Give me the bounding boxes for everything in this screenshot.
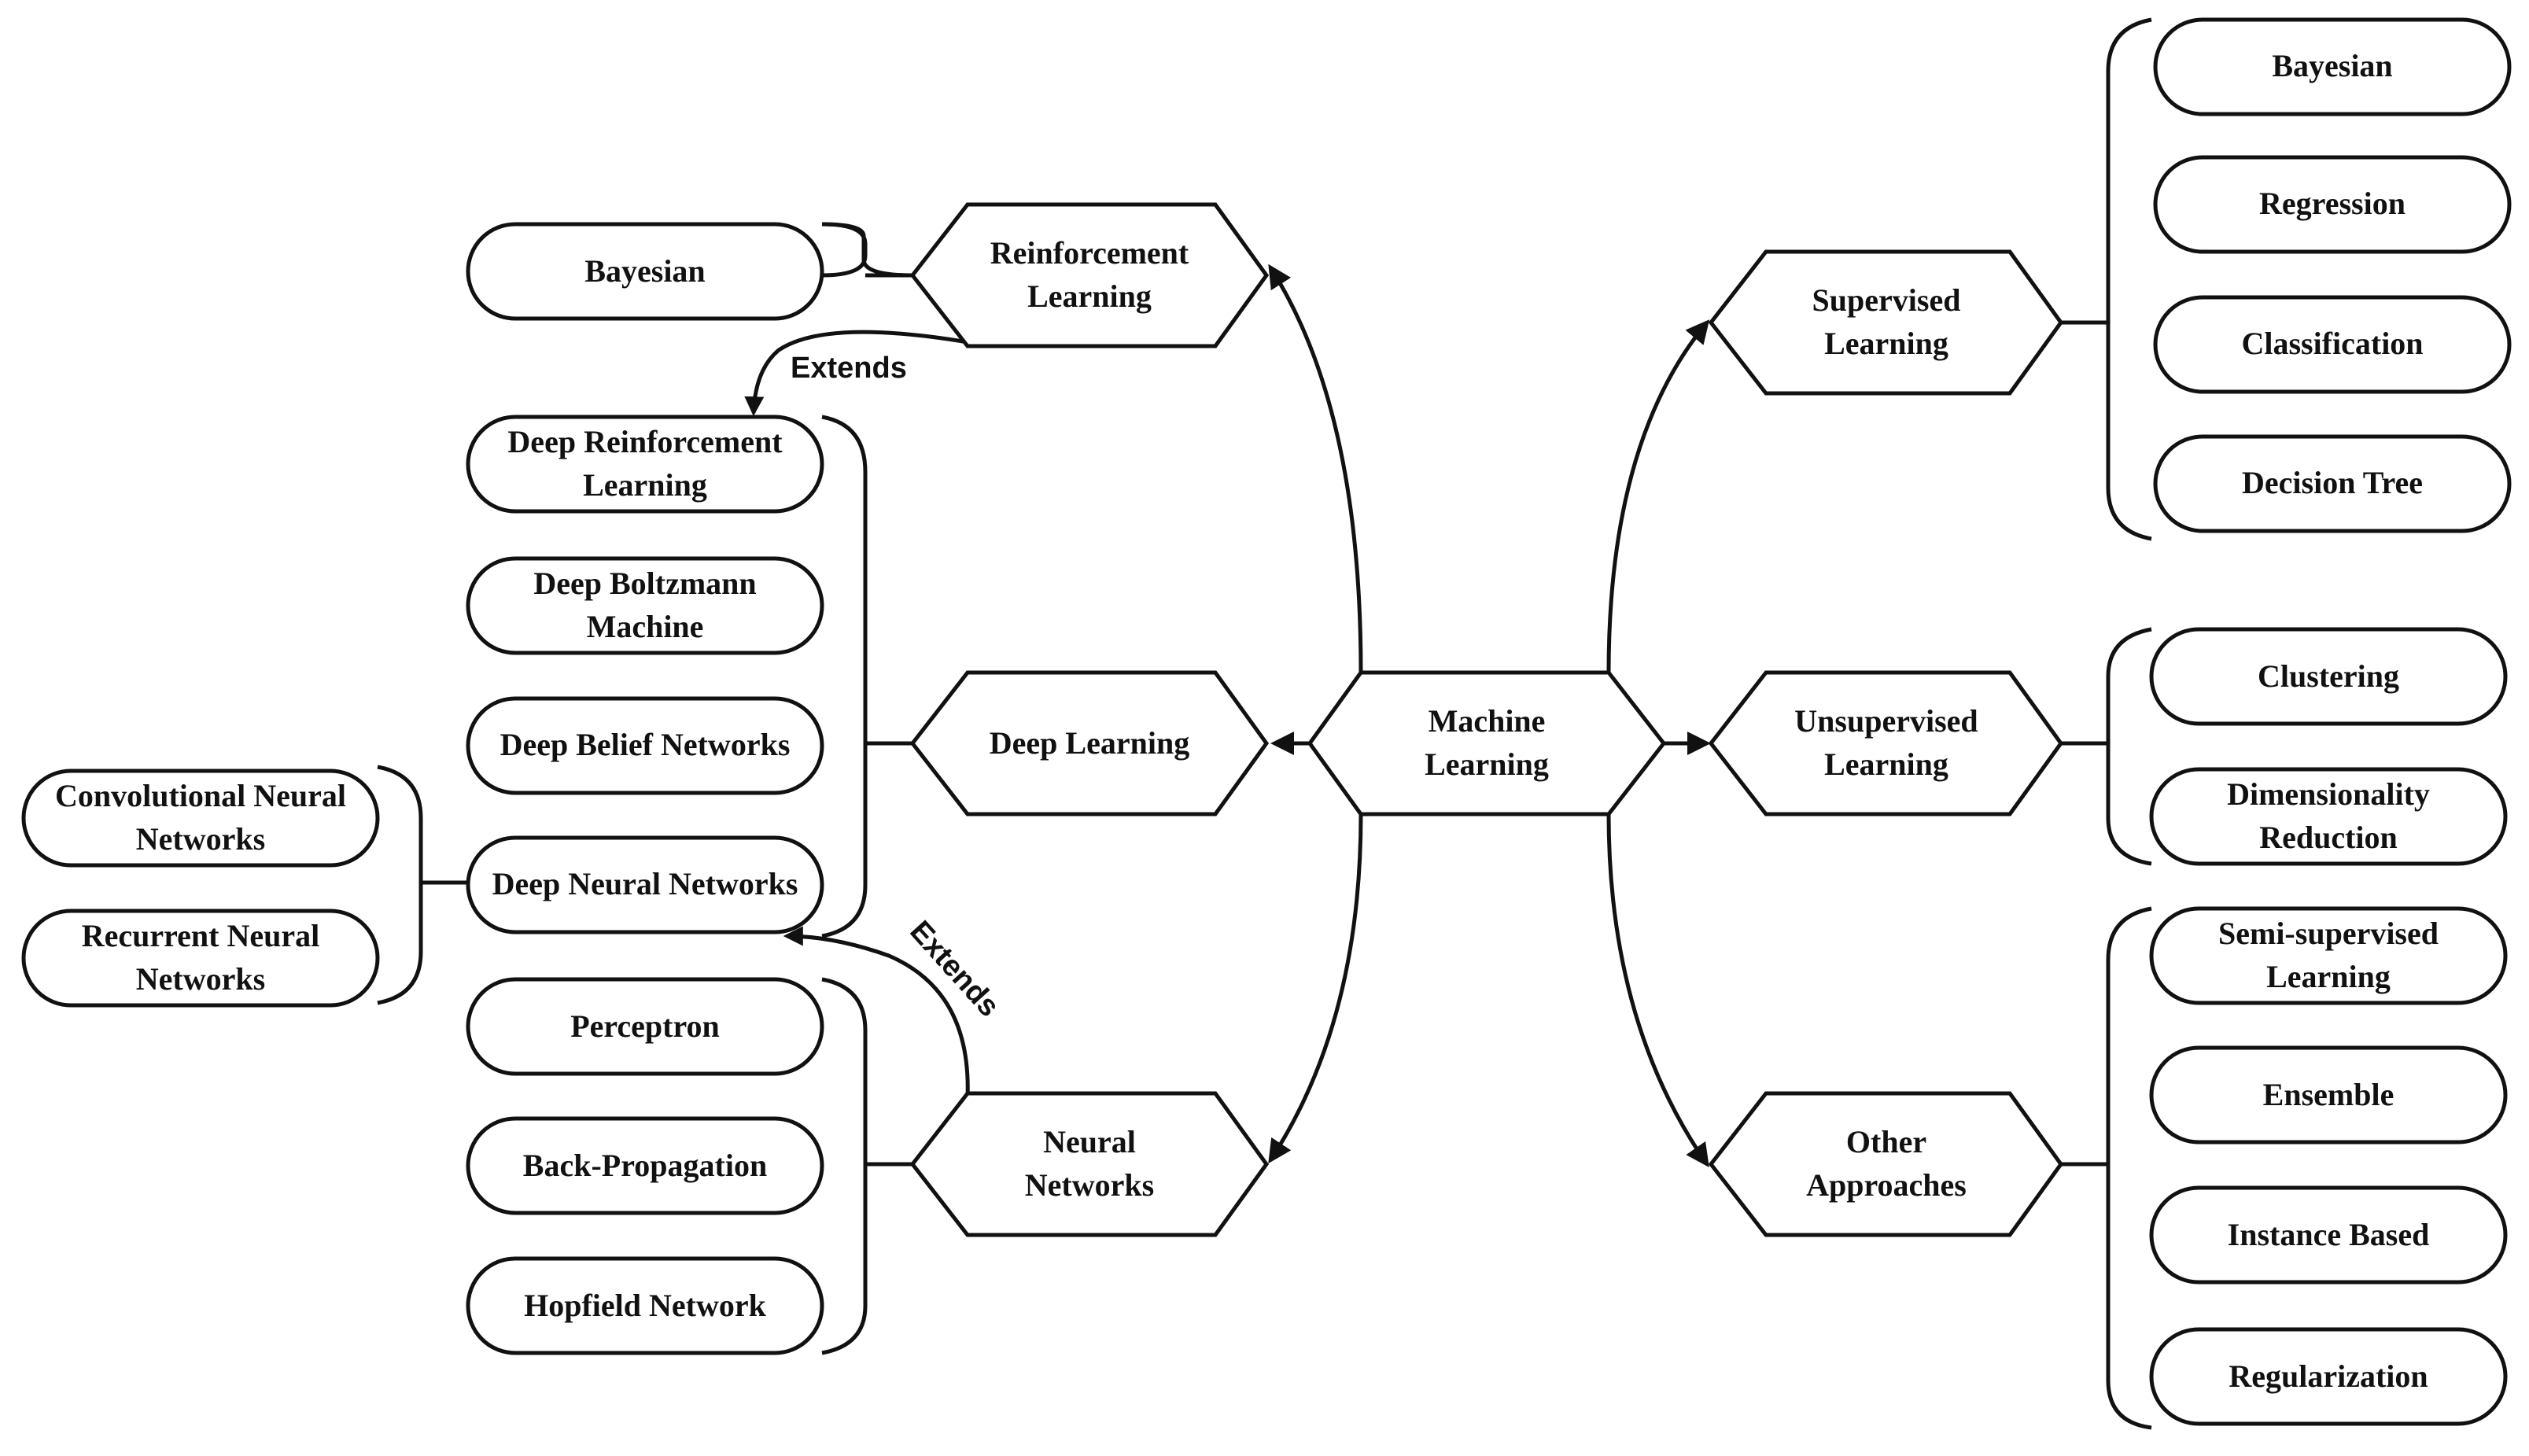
leaf-ensemble: Ensemble (2149, 1045, 2508, 1145)
leaf-deep-rl-line1: Deep Reinforcement (507, 424, 783, 459)
leaf-semi-supervised-line1: Semi-supervised (2218, 916, 2439, 951)
node-neural-networks: Neural Networks (909, 1091, 1270, 1237)
leaf-deep-belief-label: Deep Belief Networks (500, 727, 791, 762)
node-unsupervised-line1: Unsupervised (1794, 703, 1978, 739)
leaf-rl-bayesian: Bayesian (466, 222, 824, 321)
leaf-sup-bayesian-label: Bayesian (2272, 48, 2392, 83)
leaf-hopfield-network: Hopfield Network (466, 1256, 824, 1355)
brackets-left (377, 222, 913, 1355)
leaf-regression-label: Regression (2259, 186, 2405, 221)
leaf-clustering: Clustering (2149, 627, 2508, 726)
leaf-regression: Regression (2153, 155, 2512, 254)
node-machine-learning-line2: Learning (1425, 746, 1549, 782)
leaf-backprop-label: Back-Propagation (523, 1148, 767, 1183)
node-other-line1: Other (1846, 1124, 1926, 1159)
node-deep-learning-label: Deep Learning (990, 725, 1189, 761)
node-other-approaches: Other Approaches (1708, 1091, 2064, 1237)
extends-arrow-bottom (783, 926, 970, 1098)
leaf-regularization: Regularization (2149, 1327, 2508, 1426)
leaf-cnn-line2: Networks (136, 821, 265, 857)
leaf-semi-supervised-line2: Learning (2266, 959, 2391, 994)
leaf-deep-neural-networks: Deep Neural Networks (466, 835, 824, 934)
node-unsupervised-line2: Learning (1824, 746, 1948, 782)
leaf-convolutional-neural-networks: Convolutional Neural Networks (21, 769, 380, 868)
leaf-regularization-label: Regularization (2229, 1358, 2428, 1394)
node-other-line2: Approaches (1806, 1167, 1967, 1203)
node-deep-learning: Deep Learning (909, 670, 1270, 816)
leaf-deep-reinforcement-learning: Deep Reinforcement Learning (466, 415, 824, 514)
node-reinforcement-learning: Reinforcement Learning (909, 202, 1270, 348)
node-machine-learning-line1: Machine (1429, 703, 1546, 739)
node-supervised-line2: Learning (1824, 326, 1948, 361)
leaf-classification-label: Classification (2241, 326, 2423, 361)
leaf-dimensionality-reduction: Dimensionality Reduction (2149, 767, 2508, 866)
edge-center-neural (1268, 813, 1363, 1164)
leaf-perceptron-label: Perceptron (570, 1008, 720, 1044)
leaf-back-propagation: Back-Propagation (466, 1116, 824, 1215)
node-neural-line2: Networks (1025, 1167, 1154, 1203)
leaf-instance-based: Instance Based (2149, 1185, 2508, 1285)
leaf-deep-belief-networks: Deep Belief Networks (466, 696, 824, 795)
leaf-classification: Classification (2153, 295, 2512, 394)
leaf-decision-tree: Decision Tree (2153, 434, 2512, 533)
node-reinforcement-line1: Reinforcement (990, 235, 1189, 271)
bracket-other (2106, 906, 2152, 1430)
brackets-right (2061, 17, 2152, 1430)
leaf-perceptron: Perceptron (466, 977, 824, 1076)
leaf-deep-rl-line2: Learning (583, 467, 707, 503)
leaf-cnn-line1: Convolutional Neural (55, 778, 346, 813)
edge-center-reinforcement (1268, 264, 1363, 673)
node-neural-line1: Neural (1043, 1124, 1136, 1159)
bracket-neural (821, 977, 868, 1355)
bracket-supervised (2106, 17, 2152, 541)
node-unsupervised-learning: Unsupervised Learning (1708, 670, 2064, 816)
leaf-semi-supervised-learning: Semi-supervised Learning (2149, 906, 2508, 1005)
leaf-rnn-line2: Networks (136, 961, 265, 997)
leaf-rnn-line1: Recurrent Neural (82, 918, 320, 953)
connectors (1268, 264, 1711, 1168)
leaf-dim-reduction-line2: Reduction (2259, 820, 2398, 855)
bracket-unsupervised (2106, 627, 2152, 866)
node-machine-learning: Machine Learning (1307, 670, 1667, 816)
leaf-sup-bayesian: Bayesian (2153, 17, 2512, 116)
leaf-recurrent-neural-networks: Recurrent Neural Networks (21, 909, 380, 1008)
leaf-deep-neural-label: Deep Neural Networks (492, 866, 798, 901)
leaf-dim-reduction-line1: Dimensionality (2227, 776, 2430, 812)
extends-label-top: Extends (791, 352, 907, 385)
leaf-hopfield-label: Hopfield Network (524, 1288, 767, 1323)
edge-center-other (1606, 813, 1709, 1168)
leaf-decision-tree-label: Decision Tree (2242, 465, 2423, 500)
extends-arrow-top (744, 330, 968, 417)
leaf-clustering-label: Clustering (2258, 658, 2399, 694)
node-supervised-line1: Supervised (1812, 282, 1961, 318)
leaf-rl-bayesian-label: Bayesian (584, 253, 705, 289)
extends-label-bottom: Extends (903, 915, 1005, 1023)
bracket-deep-neural (377, 765, 423, 1005)
leaf-deep-boltzmann-line2: Machine (587, 609, 704, 644)
node-supervised-learning: Supervised Learning (1708, 249, 2064, 396)
edge-center-supervised (1606, 319, 1710, 673)
leaf-deep-boltzmann-line1: Deep Boltzmann (533, 566, 756, 601)
bracket-deep-learning (821, 415, 868, 938)
leaf-deep-boltzmann-machine: Deep Boltzmann Machine (466, 556, 824, 655)
leaf-instance-based-label: Instance Based (2228, 1217, 2430, 1252)
leaf-ensemble-label: Ensemble (2263, 1077, 2394, 1112)
node-reinforcement-line2: Learning (1027, 278, 1152, 314)
